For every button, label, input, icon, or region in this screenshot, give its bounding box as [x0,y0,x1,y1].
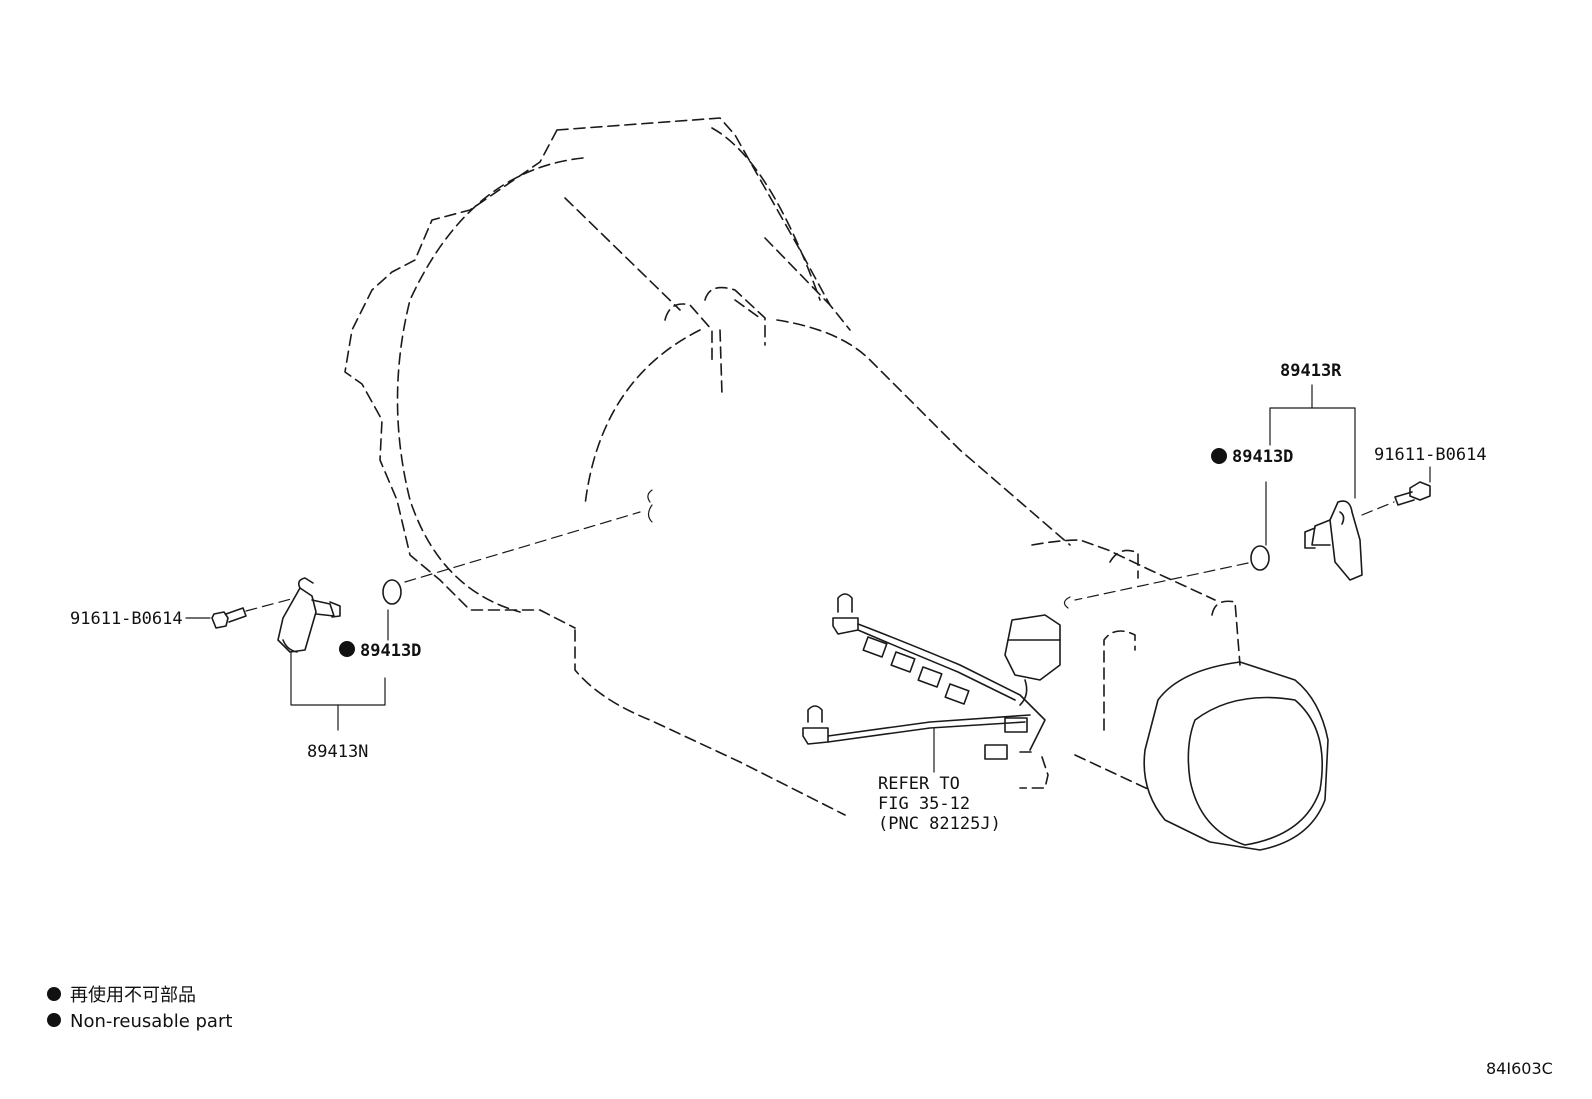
legend-japanese: 再使用不可部品 [70,985,196,1006]
right-oring-icon [1250,545,1270,571]
legend-dot-icon-1 [47,987,61,1001]
left-oring-label: 89413D [360,641,421,661]
right-sensor-label: 89413R [1280,361,1342,381]
left-speed-sensor [277,577,341,653]
output-flange-drum [1143,661,1329,851]
right-bolt-label: 91611-B0614 [1374,445,1487,465]
right-non-reusable-dot-icon [1211,448,1227,464]
right-bolt-icon [1394,481,1431,506]
solenoid-wire-harness [802,593,1061,773]
right-axis-line-2 [1074,562,1249,601]
left-bolt-icon [211,607,247,629]
left-non-reusable-dot-icon [339,641,355,657]
left-sensor-label: 89413N [307,742,368,762]
right-oring-label: 89413D [1232,447,1293,467]
transmission-housing [344,117,1241,816]
reference-note-line3: (PNC 82125J) [878,814,1001,834]
reference-note-line1: REFER TO [878,774,960,794]
right-axis-line-1 [1361,501,1395,516]
reference-note-line2: FIG 35-12 [878,794,970,814]
right-speed-sensor [1304,500,1363,581]
left-axis-line-1 [245,597,296,612]
left-bolt-label: 91611-B0614 [70,609,183,629]
diagram-code: 84I603C [1486,1059,1553,1078]
left-oring-icon [382,579,402,605]
legend-dot-icon-2 [47,1013,61,1027]
left-axis-line-2 [404,511,641,583]
legend-english: Non-reusable part [70,1011,232,1032]
